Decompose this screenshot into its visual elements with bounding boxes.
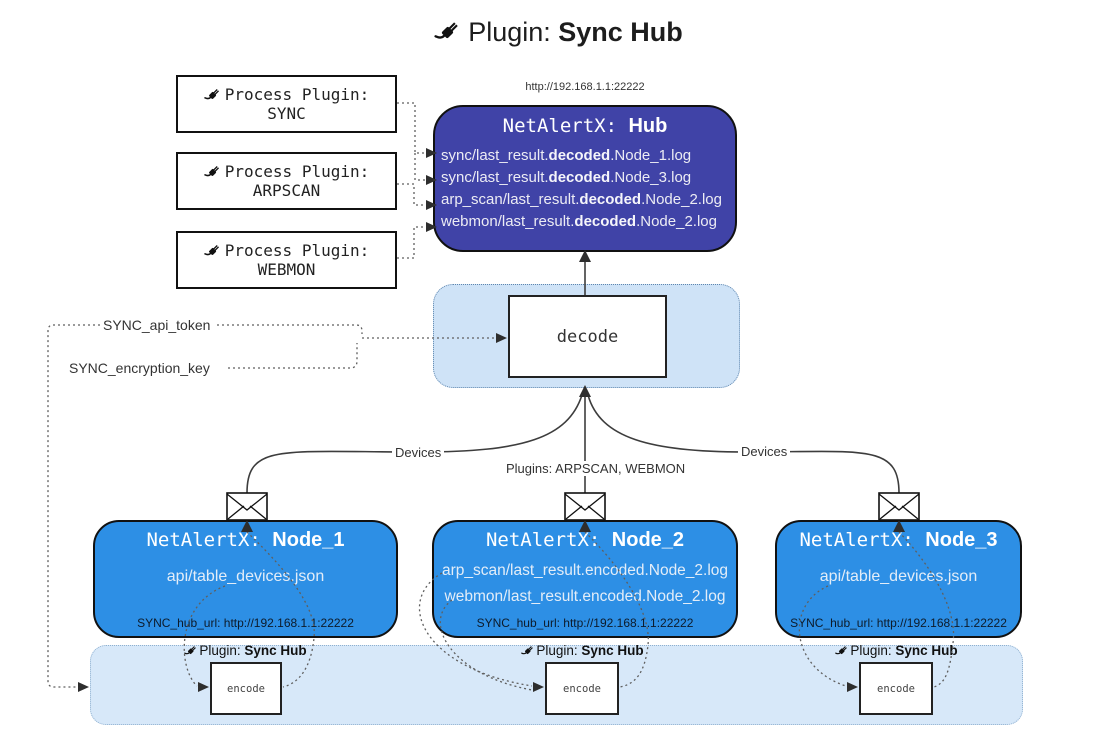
diagram-title: Plugin: Sync Hub xyxy=(0,16,1117,48)
hub-title-bold: Hub xyxy=(628,115,668,137)
hub-title: NetAlertX: Hub xyxy=(435,115,735,138)
node-files: api/table_devices.json xyxy=(777,568,1020,586)
node-1-box: NetAlertX: Node_1 api/table_devices.json… xyxy=(93,520,398,638)
node-file: api/table_devices.json xyxy=(166,568,325,585)
encoder-label-1: Plugin: Sync Hub xyxy=(178,643,313,661)
hub-log-line: sync/last_result.decoded.Node_3.log xyxy=(441,169,692,186)
plug-icon xyxy=(204,241,223,260)
process-plugin-name: ARPSCAN xyxy=(252,181,321,200)
encoder-label-3: Plugin: Sync Hub xyxy=(829,643,964,661)
decode-box: decode xyxy=(508,295,667,378)
hub-url: http://192.168.1.1:22222 xyxy=(525,81,645,93)
process-plugin-label: Process Plugin: xyxy=(224,162,370,181)
title-bold: Sync Hub xyxy=(558,17,683,47)
plug-icon xyxy=(184,643,199,658)
plug-icon xyxy=(835,643,850,658)
title-prefix: Plugin: xyxy=(468,17,559,47)
hub-log-line: sync/last_result.decoded.Node_1.log xyxy=(441,147,692,164)
node-2-box: NetAlertX: Node_2 arp_scan/last_result.e… xyxy=(432,520,738,638)
process-plugin-webmon: Process Plugin: WEBMON xyxy=(176,231,397,289)
plug-icon xyxy=(434,16,464,46)
encode-box-1: encode xyxy=(210,662,282,715)
plug-icon xyxy=(521,643,536,658)
hub-box: NetAlertX: Hub sync/last_result.decoded.… xyxy=(433,105,737,252)
node-file: arp_scan/last_result.encoded.Node_2.log xyxy=(441,562,729,579)
node-hub-url: SYNC_hub_url: http://192.168.1.1:22222 xyxy=(790,616,1007,630)
encode-box-2: encode xyxy=(545,662,619,715)
process-plugin-arpscan: Process Plugin: ARPSCAN xyxy=(176,152,397,210)
decode-label: decode xyxy=(556,326,619,347)
node-3-box: NetAlertX: Node_3 api/table_devices.json… xyxy=(775,520,1022,638)
hub-log-lines: sync/last_result.decoded.Node_1.log sync… xyxy=(435,147,735,230)
encoder-label-2: Plugin: Sync Hub xyxy=(515,643,650,661)
node-file: api/table_devices.json xyxy=(819,568,978,585)
node-title: NetAlertX: Node_2 xyxy=(485,529,685,551)
process-plugin-name: WEBMON xyxy=(257,260,316,279)
hub-title-mono: NetAlertX: xyxy=(502,115,629,137)
node-hub-url: SYNC_hub_url: http://192.168.1.1:22222 xyxy=(476,616,694,630)
encode-box-3: encode xyxy=(859,662,933,715)
node-title: NetAlertX: Node_1 xyxy=(146,529,345,551)
node-file: webmon/last_result.encoded.Node_2.log xyxy=(444,588,726,605)
plug-icon xyxy=(204,85,223,104)
node-files: arp_scan/last_result.encoded.Node_2.log … xyxy=(434,562,736,606)
plug-icon xyxy=(204,162,223,181)
hub-log-line: arp_scan/last_result.decoded.Node_2.log xyxy=(441,191,722,208)
node-files: api/table_devices.json xyxy=(95,568,396,586)
node-hub-url: SYNC_hub_url: http://192.168.1.1:22222 xyxy=(137,616,354,630)
process-plugin-label: Process Plugin: xyxy=(224,241,370,260)
node-title: NetAlertX: Node_3 xyxy=(799,529,998,551)
hub-log-line: webmon/last_result.decoded.Node_2.log xyxy=(441,213,717,230)
process-plugin-label: Process Plugin: xyxy=(224,85,370,104)
process-plugin-name: SYNC xyxy=(267,104,306,123)
process-plugin-sync: Process Plugin: SYNC xyxy=(176,75,397,133)
